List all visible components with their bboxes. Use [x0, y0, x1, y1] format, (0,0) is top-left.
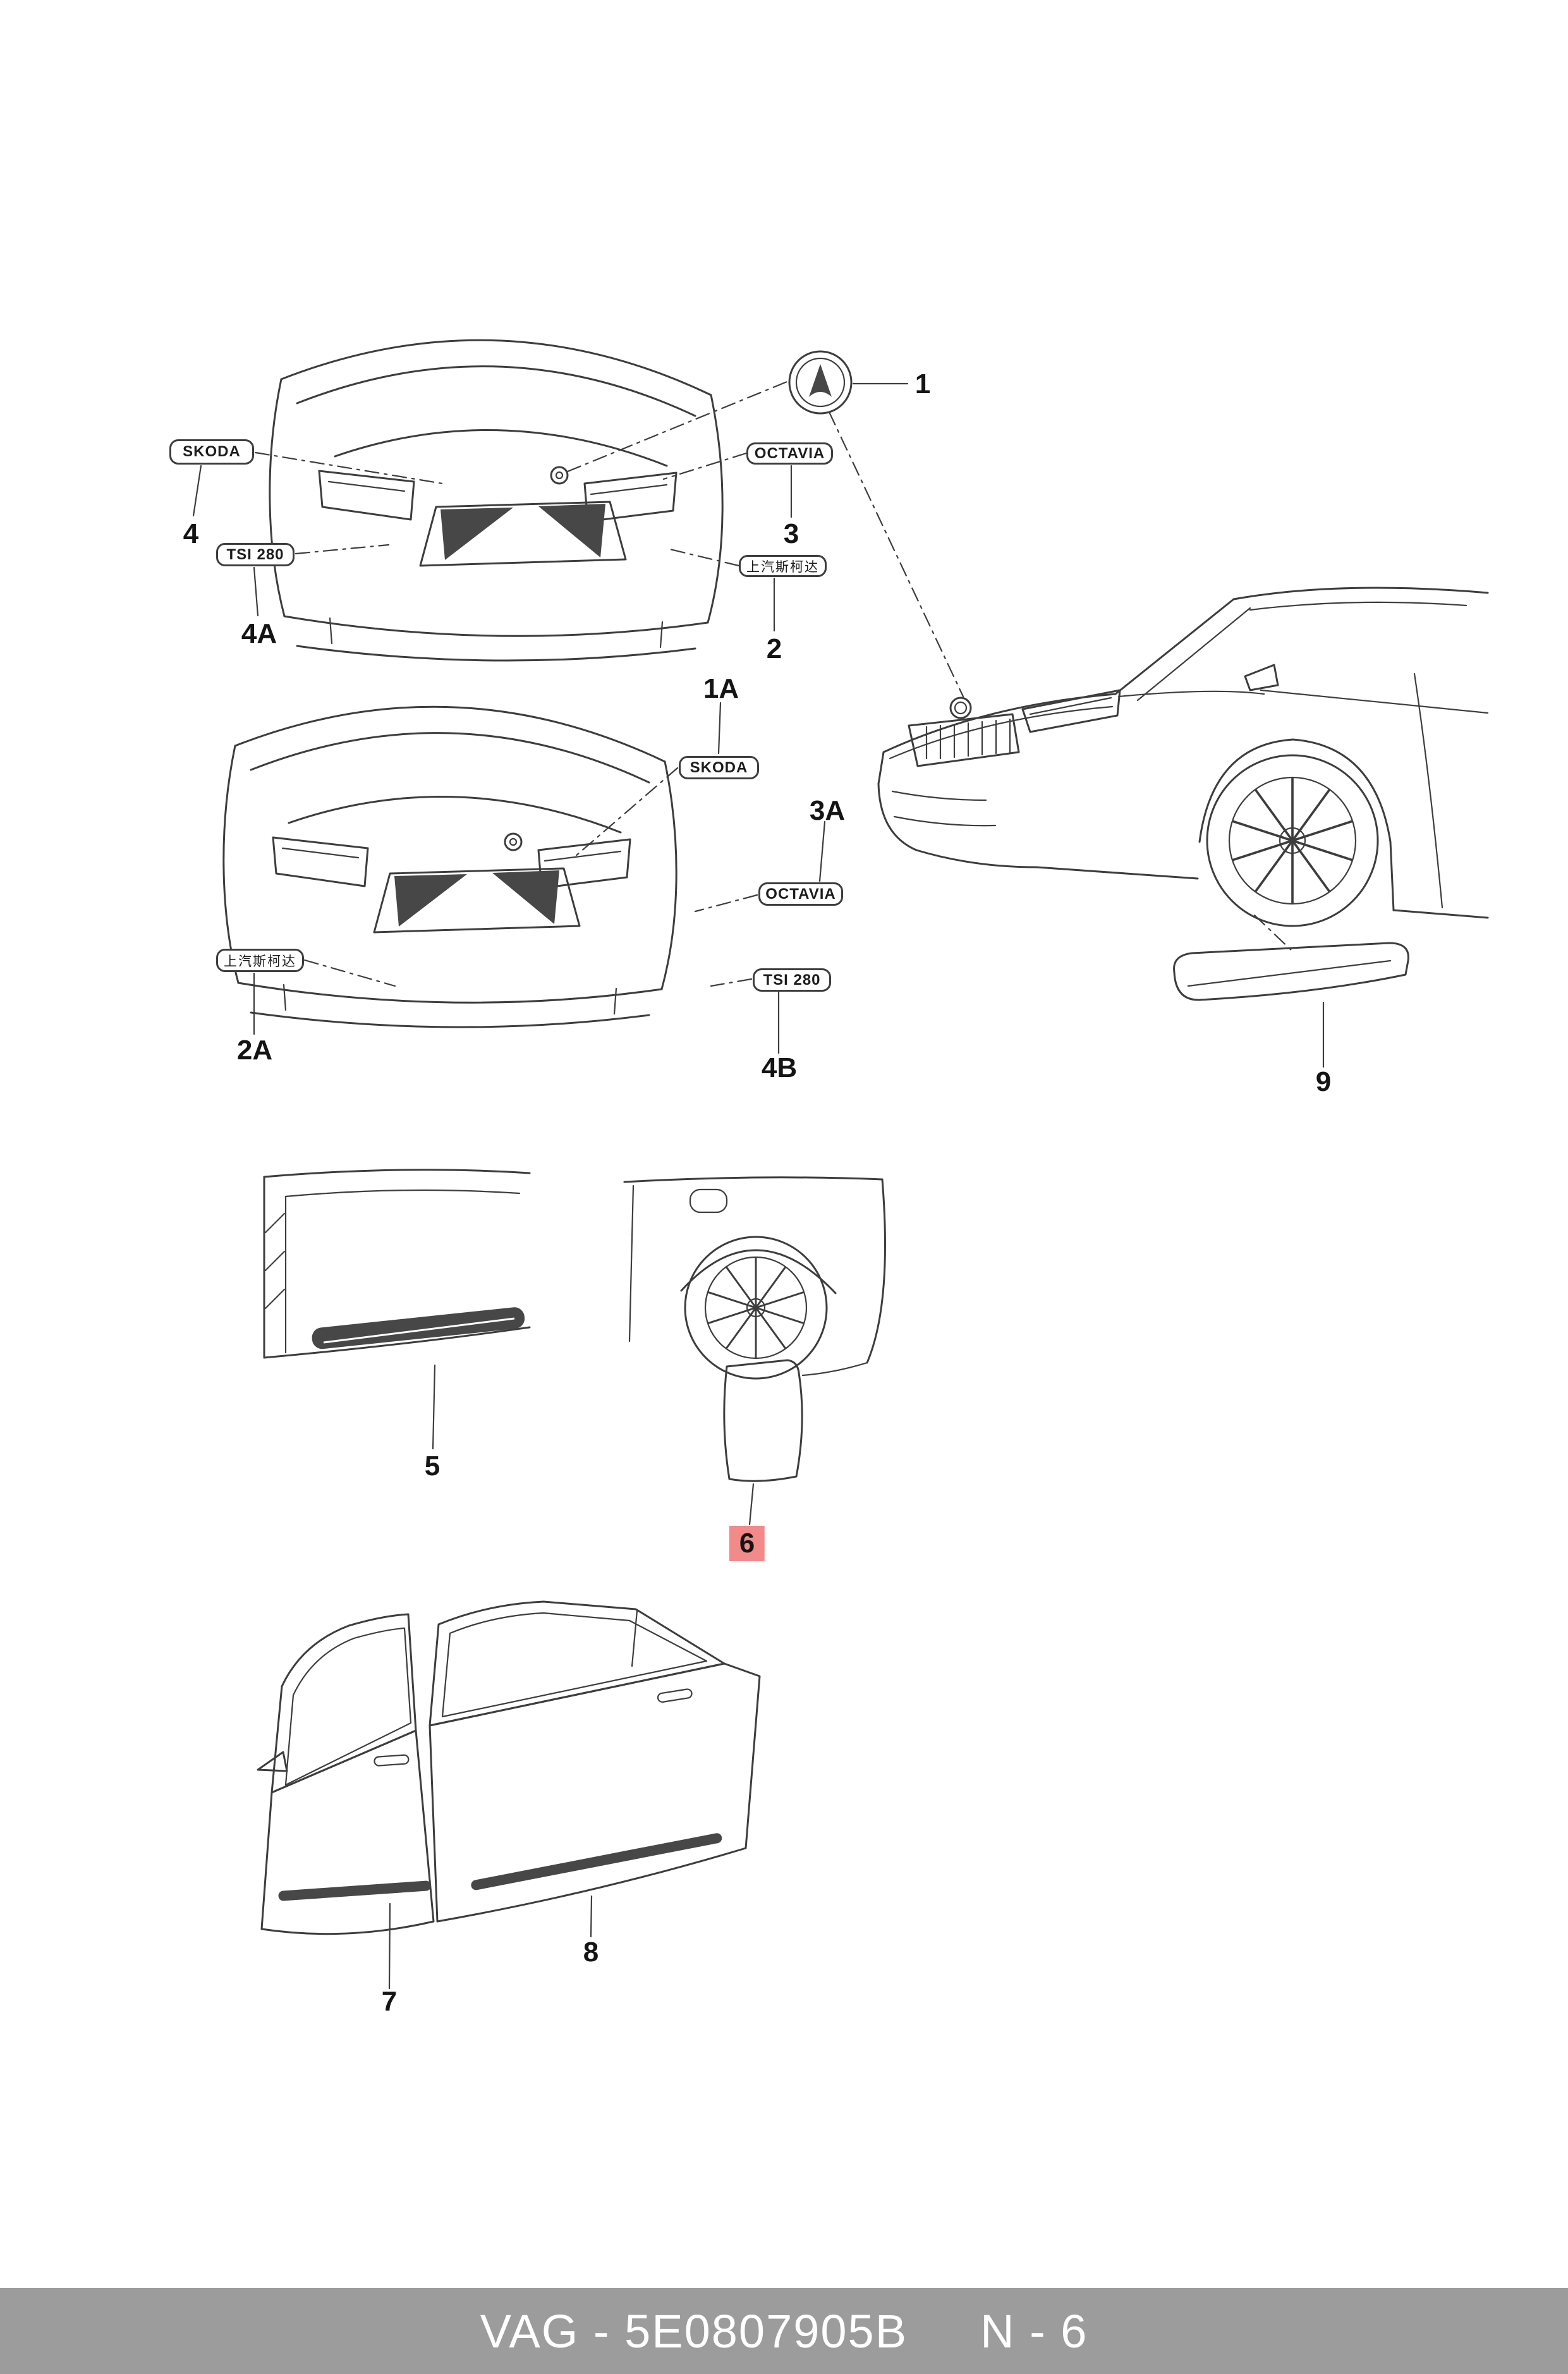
side-moulding-strip-drawing	[1173, 942, 1409, 1001]
callout-1A[interactable]: 1A	[703, 673, 739, 704]
badge-china-top: 上汽斯柯达	[739, 555, 827, 577]
callout-3[interactable]: 3	[783, 518, 799, 549]
rear-hatch-drawing-mid	[222, 705, 678, 1028]
footer-part-number: VAG - 5E0807905B	[480, 2304, 908, 2358]
front-car-drawing	[877, 587, 1489, 927]
callout-2[interactable]: 2	[766, 633, 782, 664]
callout-6-highlighted[interactable]: 6	[729, 1526, 765, 1561]
side-doors-drawing	[257, 1600, 761, 1935]
badge-skoda-top: SKODA	[169, 439, 254, 465]
callout-4B[interactable]: 4B	[761, 1052, 798, 1083]
badge-octavia-mid: OCTAVIA	[758, 882, 843, 906]
door-sill-drawing	[263, 1169, 531, 1359]
callout-1[interactable]: 1	[915, 368, 931, 399]
badge-tsi280-mid: TSI 280	[753, 968, 831, 992]
footer-page-reference: N - 6	[980, 2304, 1088, 2358]
badge-tsi280-top: TSI 280	[216, 543, 295, 566]
badge-octavia-top: OCTAVIA	[746, 442, 833, 465]
callout-stems	[192, 382, 1325, 1990]
callout-9[interactable]: 9	[1315, 1066, 1332, 1097]
badge-skoda-mid: SKODA	[679, 756, 759, 779]
round-emblem-drawing	[788, 350, 853, 415]
footer-bar: VAG - 5E0807905B N - 6	[0, 2288, 1568, 2374]
callout-4[interactable]: 4	[183, 518, 199, 549]
callout-2A[interactable]: 2A	[236, 1035, 273, 1066]
callout-5[interactable]: 5	[424, 1451, 441, 1482]
rear-hatch-drawing-top	[269, 339, 724, 662]
badge-china-mid: 上汽斯柯达	[216, 949, 304, 972]
callout-8[interactable]: 8	[583, 1937, 599, 1968]
callout-4A[interactable]: 4A	[241, 618, 277, 649]
callout-7[interactable]: 7	[381, 1986, 398, 2017]
rear-quarter-drawing	[623, 1176, 887, 1482]
leader-lines	[254, 379, 1294, 987]
callout-3A[interactable]: 3A	[809, 795, 846, 826]
